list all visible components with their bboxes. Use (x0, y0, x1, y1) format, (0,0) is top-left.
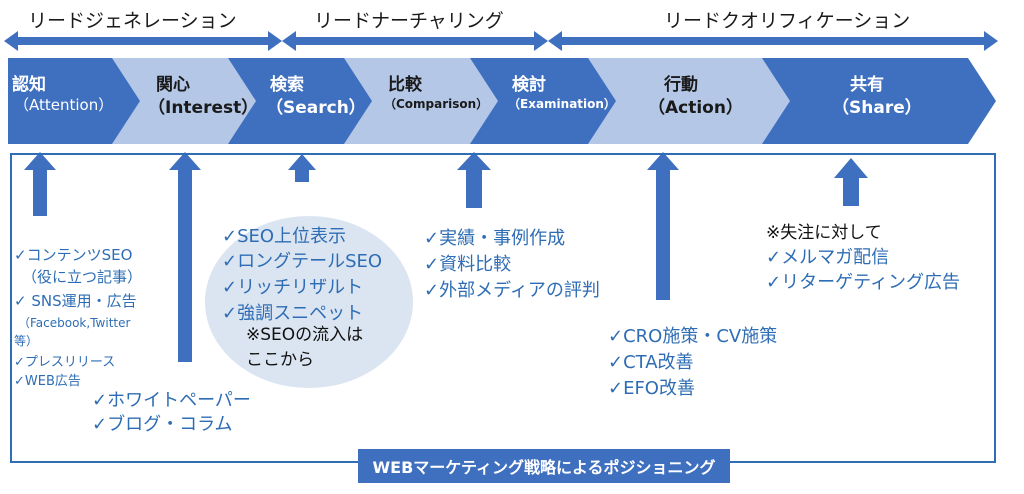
col6-line: ✓リターゲティング広告 (766, 272, 961, 293)
up-arrow-examination (457, 152, 491, 208)
col4-line: ✓外部メディアの評判 (424, 280, 600, 301)
col1-line: ✓WEB広告 (14, 374, 81, 389)
col4-line: ✓実績・事例作成 (424, 228, 566, 249)
phase-arrow-nurturing (282, 31, 548, 51)
stage-chevron-search (228, 58, 378, 144)
stage-chevron-share (762, 58, 996, 144)
col4-line: ✓資料比較 (424, 254, 512, 275)
col3-line: ✓SEO上位表示 (222, 226, 347, 247)
strategy-banner: WEBマーケティング戦略によるポジショニング (358, 449, 730, 483)
share-note: ※失注に対して (766, 223, 882, 243)
up-arrow-share (834, 158, 868, 206)
stage-chevron-attention (8, 58, 146, 144)
stage-chevron-examination (470, 58, 622, 144)
phase-arrow-generation (4, 31, 282, 51)
phase-label-qualification: リードクオリフィケーション (664, 10, 911, 32)
up-arrow-action (647, 152, 679, 300)
col2-line: ✓ブログ・コラム (92, 414, 233, 435)
seo-highlight-circle (205, 216, 413, 388)
col3-line: ✓強調スニペット (222, 303, 364, 324)
up-arrow-search (288, 154, 316, 182)
seo-note: ここから (246, 350, 314, 370)
col3-line: ✓リッチリザルト (222, 277, 364, 298)
stage-sub-search: （Search） (266, 98, 366, 118)
col5-line: ✓CTA改善 (608, 352, 694, 373)
stage-sub-attention: （Attention） (14, 96, 114, 114)
stage-sub-share: （Share） (832, 98, 922, 118)
strategy-banner-text: WEBマーケティング戦略によるポジショニング (372, 458, 716, 477)
stage-title-interest: 関心 (156, 75, 190, 95)
col1-line: （役に立つ記事） (22, 268, 143, 286)
col1-line: ✓ SNS運用・広告 (14, 292, 137, 310)
stage-chevron-comparison (344, 58, 504, 144)
col6-line: ✓メルマガ配信 (766, 247, 890, 268)
stage-title-comparison: 比較 (388, 75, 422, 95)
col3-line: ✓ロングテールSEO (222, 251, 383, 272)
stage-title-action: 行動 (664, 75, 698, 95)
col1-line: （Facebook,Twitter (18, 316, 131, 330)
up-arrow-attention (24, 152, 56, 216)
phase-label-generation: リードジェネレーション (28, 10, 237, 32)
col1-line: 等） (14, 334, 39, 348)
stage-chevron-action (588, 58, 796, 144)
col2-line: ✓ホワイトペーパー (92, 390, 251, 411)
phase-label-nurturing: リードナーチャリング (314, 10, 504, 32)
col1-line: ✓コンテンツSEO (14, 246, 133, 264)
stage-sub-interest: （Interest） (148, 98, 259, 118)
stage-title-examination: 検討 (512, 75, 546, 95)
col5-line: ✓EFO改善 (608, 378, 695, 399)
stage-title-attention: 認知 (12, 75, 46, 95)
col5-line: ✓CRO施策・CV施策 (608, 326, 778, 347)
col1-line: ✓プレスリリース (14, 355, 116, 370)
stage-sub-examination: （Examination） (508, 97, 616, 111)
phase-arrow-qualification (548, 31, 998, 51)
stage-sub-action: （Action） (648, 98, 743, 118)
stage-sub-comparison: （Comparison） (384, 97, 489, 111)
stage-title-share: 共有 (850, 75, 884, 95)
stage-chevron-interest (112, 58, 262, 144)
stage-title-search: 検索 (270, 75, 304, 95)
up-arrow-interest (169, 152, 201, 362)
seo-note: ※SEOの流入は (246, 325, 364, 345)
